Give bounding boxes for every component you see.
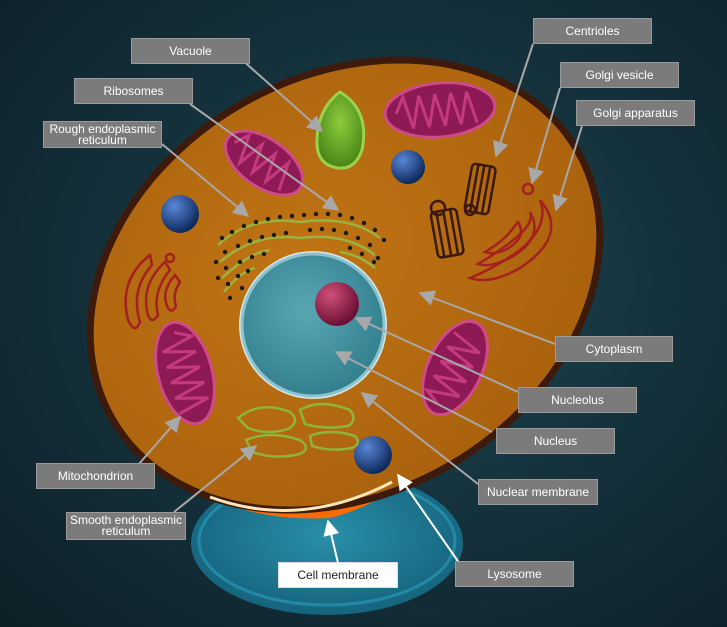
label-cytoplasm: Cytoplasm bbox=[555, 336, 673, 362]
cell-membrane-highlight bbox=[209, 480, 393, 512]
label-golgi-apparatus: Golgi apparatus bbox=[576, 100, 695, 126]
lysosome-3 bbox=[354, 436, 392, 474]
label-golgi-vesicle: Golgi vesicle bbox=[560, 62, 679, 88]
label-cell-membrane: Cell membrane bbox=[278, 562, 398, 588]
mitochondrion-left bbox=[154, 320, 216, 426]
label-lysosome: Lysosome bbox=[455, 561, 574, 587]
label-rough-er: Rough endoplasmic reticulum bbox=[43, 121, 162, 148]
nucleolus bbox=[315, 282, 359, 326]
label-smooth-er: Smooth endoplasmic reticulum bbox=[66, 512, 186, 540]
label-nuclear-membrane: Nuclear membrane bbox=[478, 479, 598, 505]
centrioles bbox=[429, 162, 497, 259]
label-mitochondrion: Mitochondrion bbox=[36, 463, 155, 489]
pointer-arrows-white bbox=[323, 473, 463, 568]
lysosome-2 bbox=[161, 195, 199, 233]
nuclear-membrane bbox=[240, 252, 386, 398]
label-ribosomes: Ribosomes bbox=[74, 78, 193, 104]
mitochondrion-top-right bbox=[383, 81, 497, 139]
smooth-endoplasmic-reticulum bbox=[236, 402, 360, 458]
label-nucleus: Nucleus bbox=[496, 428, 615, 454]
mitochondrion-right bbox=[421, 319, 489, 417]
ribosomes bbox=[213, 211, 387, 301]
pointer-arrows bbox=[137, 43, 583, 513]
label-nucleolus: Nucleolus bbox=[518, 387, 637, 413]
golgi-apparatus-left bbox=[124, 252, 182, 330]
label-centrioles: Centrioles bbox=[533, 18, 652, 44]
label-vacuole: Vacuole bbox=[131, 38, 250, 64]
golgi-apparatus-right bbox=[466, 182, 553, 282]
lysosome-1 bbox=[391, 150, 425, 184]
